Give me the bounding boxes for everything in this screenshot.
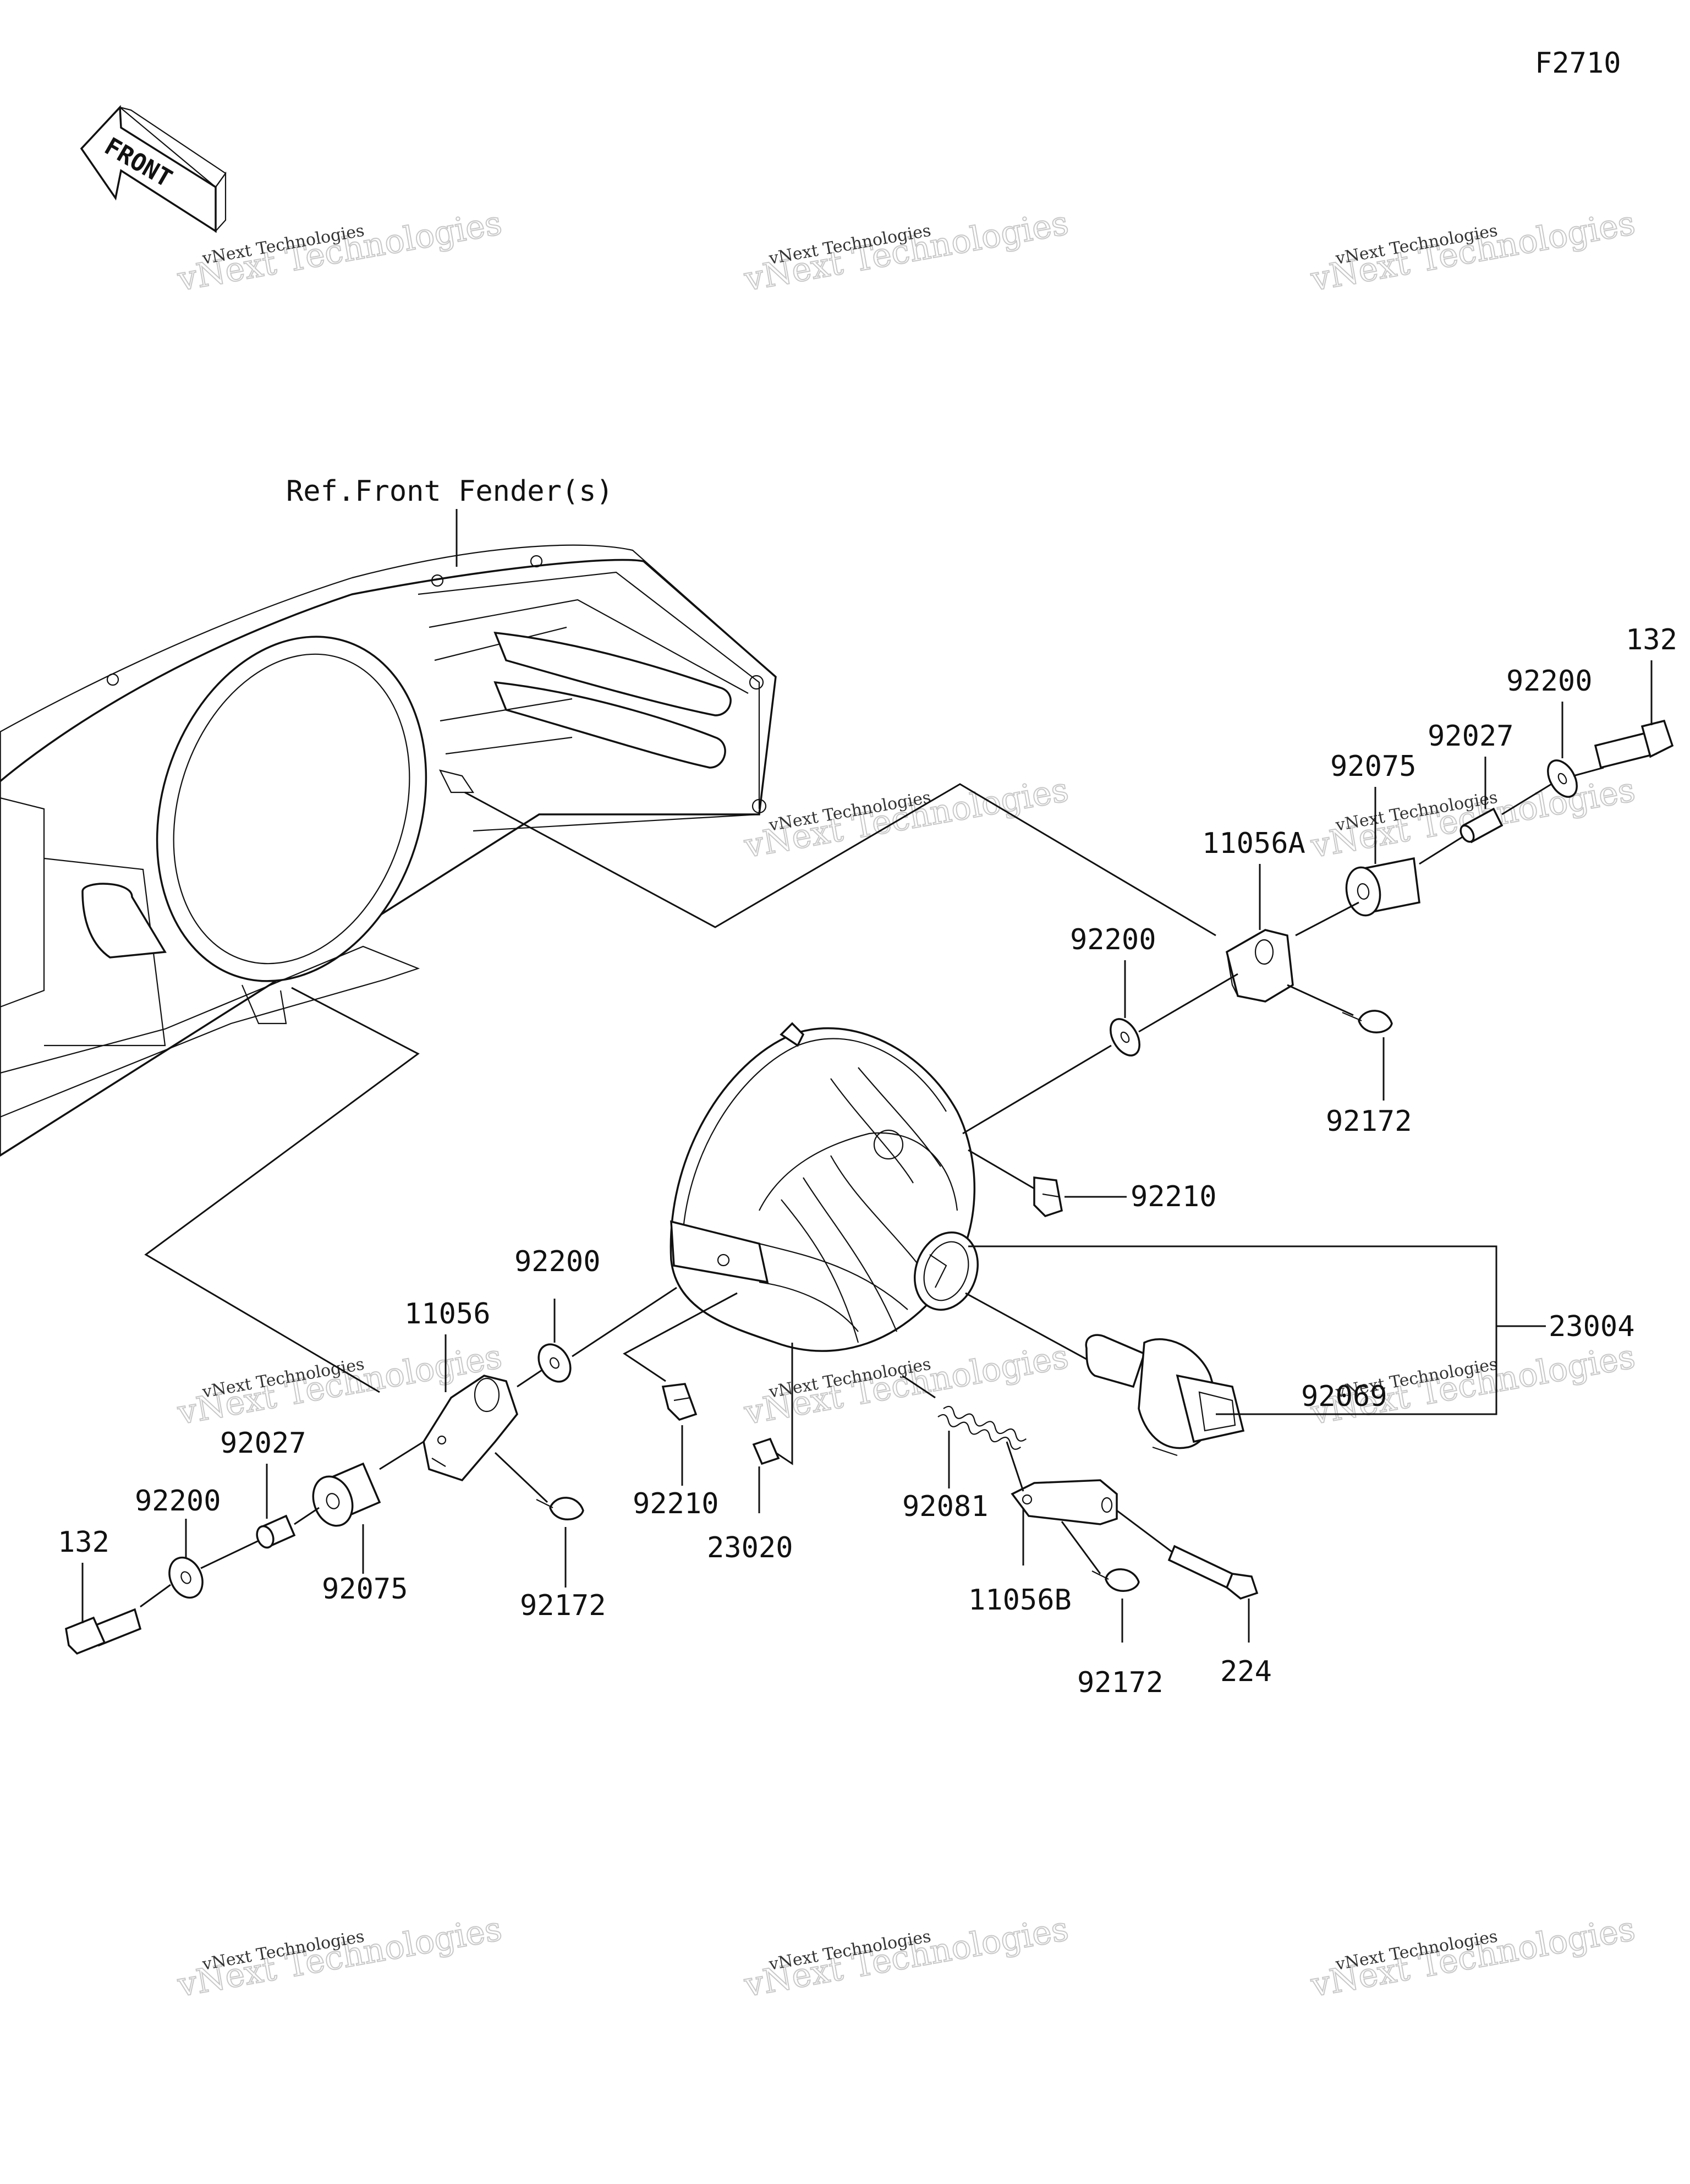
watermark: vNext Technologies vNext Technologies (174, 1909, 505, 2005)
callout-92172-bottom: 92172 (1077, 1666, 1164, 1699)
callout-132-left: 132 (58, 1526, 109, 1559)
damper-92075-left (312, 1462, 381, 1527)
callout-92200-far-left: 92200 (135, 1485, 221, 1518)
callout-92172-right: 92172 (1326, 1105, 1412, 1138)
clip-92210-right (1033, 1176, 1063, 1218)
callout-23020: 23020 (707, 1531, 793, 1564)
screw-92172-right (1342, 1010, 1393, 1033)
bracket-11056A (1225, 929, 1294, 1003)
callout-92200-left: 92200 (514, 1245, 601, 1278)
headlight-housing (670, 1022, 979, 1352)
callout-11056B: 11056B (968, 1584, 1072, 1617)
callout-92069: 92069 (1301, 1380, 1387, 1413)
bolt-224 (1167, 1545, 1259, 1600)
collar-92027-left (256, 1514, 296, 1549)
watermark: vNext Technologies vNext Technologies (1307, 1909, 1638, 2005)
callout-92075-right: 92075 (1330, 750, 1417, 783)
bulb-92069 (1085, 1334, 1245, 1457)
callout-92210-left: 92210 (633, 1487, 719, 1520)
callout-92081: 92081 (902, 1490, 989, 1523)
front-arrow-icon: FRONT (80, 105, 227, 233)
callout-11056: 11056 (404, 1298, 491, 1331)
callout-92172-left: 92172 (520, 1589, 606, 1622)
washer-92200-left (537, 1343, 572, 1383)
bolt-132-right (1594, 719, 1674, 769)
spring-92081 (937, 1405, 1027, 1450)
nut-23020 (752, 1437, 780, 1465)
front-fender (0, 544, 777, 1157)
watermark: vNext Technologies vNext Technologies (1307, 203, 1638, 299)
screw-92172-left (536, 1497, 584, 1520)
collar-92027-right (1459, 807, 1504, 844)
callout-92027-right: 92027 (1428, 720, 1514, 753)
callout-23004: 23004 (1549, 1310, 1635, 1343)
reference-label: Ref.Front Fender(s) (286, 475, 613, 508)
clip-92210-left (661, 1383, 698, 1421)
watermark: vNext Technologies vNext Technologies (174, 203, 505, 299)
bracket-11056 (422, 1375, 518, 1482)
callout-11056A: 11056A (1202, 827, 1305, 860)
leader-fender-right (464, 783, 1216, 937)
bracket-11056B (1011, 1479, 1118, 1525)
watermark: vNext Technologies vNext Technologies (740, 203, 1072, 299)
callout-224: 224 (1220, 1655, 1272, 1688)
callout-92027-left: 92027 (220, 1427, 306, 1460)
washer-92200-mid (1110, 1018, 1140, 1057)
callout-92200-right: 92200 (1506, 665, 1593, 698)
damper-92075-right (1345, 857, 1420, 917)
callout-92210-right: 92210 (1131, 1180, 1217, 1213)
callout-132-right: 132 (1626, 623, 1677, 656)
callout-92200-mid: 92200 (1070, 923, 1156, 956)
bolt-132-left (65, 1608, 142, 1655)
washer-92200-far-left (168, 1556, 204, 1599)
watermark: vNext Technologies vNext Technologies (740, 1909, 1072, 2005)
callout-labels: 132 92200 92027 92075 11056A 92200 92172… (58, 623, 1677, 1699)
callout-92075-left: 92075 (322, 1573, 408, 1606)
leader-lines (81, 660, 1653, 1643)
watermark: vNext Technologies vNext Technologies (740, 770, 1072, 866)
leader-fender-left (144, 987, 420, 1393)
screw-92172-bottom (1091, 1568, 1140, 1592)
diagram-id: F2710 (1535, 47, 1621, 80)
washer-92200-right (1547, 759, 1578, 798)
